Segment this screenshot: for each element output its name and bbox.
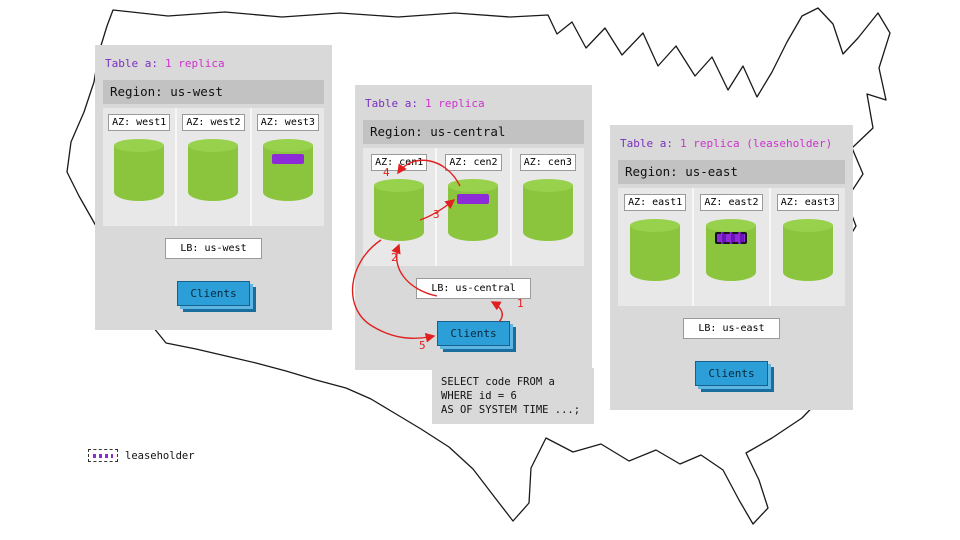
load-balancer-box: LB: us-west [165, 238, 262, 259]
leaseholder-legend-icon [88, 449, 118, 462]
load-balancer-box: LB: us-east [683, 318, 780, 339]
flow-step-2: 2 [391, 251, 398, 264]
legend: leaseholder [88, 449, 195, 462]
region-panel-us-central: Table a: 1 replica Region: us-central AZ:… [355, 85, 592, 370]
load-balancer-box: LB: us-central [416, 278, 531, 299]
clients-button: Clients [437, 321, 510, 346]
az-label: AZ: cen2 [445, 154, 502, 171]
az-column-east2: AZ: east2 [692, 188, 768, 306]
clients-button: Clients [177, 281, 250, 306]
table-name-label: Table a: [365, 97, 418, 110]
table-replica-header: Table a: 1 replica [363, 93, 584, 120]
sql-query-box: SELECT code FROM a WHERE id = 6 AS OF SY… [432, 368, 594, 424]
az-column-east1: AZ: east1 [618, 188, 692, 306]
region-title: Region: us-west [103, 80, 324, 104]
region-panel-us-west: Table a: 1 replica Region: us-west AZ: we… [95, 45, 332, 330]
database-cylinder [630, 219, 681, 281]
clients-button: Clients [695, 361, 768, 386]
az-label: AZ: east1 [624, 194, 687, 211]
az-column-west3: AZ: west3 [249, 108, 324, 226]
az-column-west2: AZ: west2 [175, 108, 249, 226]
replica-count-label: 1 replica (leaseholder) [679, 137, 833, 150]
az-label: AZ: west1 [108, 114, 171, 131]
az-column-east3: AZ: east3 [768, 188, 845, 306]
flow-step-4: 4 [383, 166, 390, 179]
database-cylinder [448, 179, 499, 241]
az-container: AZ: west1 AZ: west2 AZ: west3 [103, 108, 324, 226]
az-label: AZ: west2 [182, 114, 245, 131]
database-cylinder [706, 219, 757, 281]
database-cylinder [188, 139, 239, 201]
database-cylinder [114, 139, 165, 201]
replica-count-label: 1 replica [424, 97, 485, 110]
table-name-label: Table a: [620, 137, 673, 150]
flow-step-3: 3 [433, 208, 440, 221]
table-name-label: Table a: [105, 57, 158, 70]
database-cylinder [522, 179, 573, 241]
az-column-cen1: AZ: cen1 [363, 148, 435, 266]
az-column-west1: AZ: west1 [103, 108, 175, 226]
replica-range-badge [271, 154, 304, 164]
flow-step-5: 5 [419, 339, 426, 352]
leaseholder-range-badge [715, 232, 748, 244]
region-title: Region: us-east [618, 160, 845, 184]
az-label: AZ: east2 [700, 194, 763, 211]
legend-label: leaseholder [125, 449, 195, 462]
table-replica-header: Table a: 1 replica (leaseholder) [618, 133, 845, 160]
az-container: AZ: east1 AZ: east2 AZ: east3 [618, 188, 845, 306]
az-label: AZ: cen3 [519, 154, 576, 171]
replica-count-label: 1 replica [164, 57, 225, 70]
az-column-cen3: AZ: cen3 [509, 148, 584, 266]
table-replica-header: Table a: 1 replica [103, 53, 324, 80]
az-label: AZ: cen1 [371, 154, 428, 171]
flow-step-1: 1 [517, 297, 524, 310]
replica-range-badge [457, 194, 490, 204]
region-panel-us-east: Table a: 1 replica (leaseholder) Region: … [610, 125, 853, 410]
region-title: Region: us-central [363, 120, 584, 144]
database-cylinder [374, 179, 425, 241]
database-cylinder [782, 219, 833, 281]
az-label: AZ: east3 [776, 194, 839, 211]
az-label: AZ: west3 [256, 114, 319, 131]
database-cylinder [262, 139, 313, 201]
az-column-cen2: AZ: cen2 [435, 148, 509, 266]
az-container: AZ: cen1 AZ: cen2 AZ: cen3 [363, 148, 584, 266]
